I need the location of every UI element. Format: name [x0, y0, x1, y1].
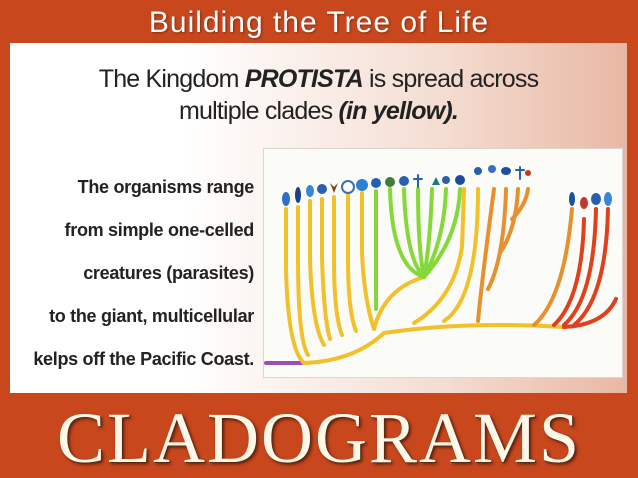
organism-icon [413, 174, 423, 188]
organism-icon [515, 166, 525, 180]
animal-branch [552, 217, 586, 327]
headline-line-2: multiple clades (in yellow). [10, 95, 627, 127]
plant-branch [402, 187, 426, 279]
organism-icon [580, 197, 588, 209]
organism-icon [399, 176, 409, 186]
organism-icon [604, 192, 612, 206]
organism-icon [525, 170, 531, 176]
organism-icon [501, 167, 511, 175]
protist-branch [296, 205, 310, 357]
organism-icon [455, 175, 465, 185]
slide-title: Building the Tree of Life [148, 6, 490, 39]
organism-icon [488, 165, 496, 173]
organism-icon [356, 179, 368, 191]
plant-branch [372, 275, 426, 331]
organism-icon [341, 180, 355, 194]
organism-icon [442, 176, 450, 184]
organism-icon [385, 177, 395, 187]
cladogram-tree [264, 165, 618, 365]
organism-icon [474, 167, 482, 175]
protist-branch [308, 199, 326, 347]
headline: The Kingdom PROTISTA is spread across mu… [10, 63, 627, 127]
fungi-branch [476, 187, 496, 323]
description-text: The organisms range from simple one-cell… [33, 166, 254, 381]
in-yellow-emphasis: (in yellow). [338, 97, 459, 125]
organism-icon [591, 193, 601, 205]
organism-icon [306, 185, 314, 197]
cladograms-title: CLADOGRAMS [56, 398, 582, 478]
organism-icon [371, 178, 381, 188]
animal-branch [562, 207, 598, 327]
description-line: The organisms range [77, 177, 255, 197]
animal-branch [572, 207, 610, 327]
protist-branch [412, 187, 466, 325]
organism-icons [282, 165, 612, 209]
description-line: creatures (parasites) [83, 263, 254, 283]
protist-branch [442, 187, 480, 323]
organism-icon [317, 184, 327, 194]
protist-branch [332, 195, 344, 337]
headline-text-1: The Kingdom [98, 65, 245, 93]
plant-branch [422, 187, 462, 279]
protist-branch [360, 191, 376, 331]
organism-icon [569, 192, 575, 206]
plant-branch [388, 187, 426, 279]
animal-branch [562, 297, 618, 329]
organism-icon [432, 177, 440, 185]
fungi-branch [498, 187, 520, 255]
cladogram-image [263, 148, 623, 378]
protist-branch [346, 193, 358, 333]
organism-icon [282, 192, 290, 206]
headline-text-3: multiple clades [178, 97, 339, 125]
protista-emphasis: PROTISTA [244, 65, 364, 93]
description-line: from simple one-celled [64, 220, 255, 240]
headline-text-2: is spread across [362, 65, 539, 93]
description-line: kelps off the Pacific Coast. [33, 349, 254, 369]
protist-branch [284, 207, 306, 365]
fungi-branch [510, 187, 530, 221]
plant-branch [416, 187, 426, 279]
animal-branch [532, 207, 574, 327]
organism-icon [330, 183, 338, 193]
trunk-branch [302, 323, 566, 365]
protist-branch [320, 197, 332, 341]
description-line: to the giant, multicellular [49, 306, 254, 326]
plant-branch [422, 187, 434, 279]
organism-icon [295, 187, 301, 203]
headline-line-1: The Kingdom PROTISTA is spread across [10, 63, 627, 95]
